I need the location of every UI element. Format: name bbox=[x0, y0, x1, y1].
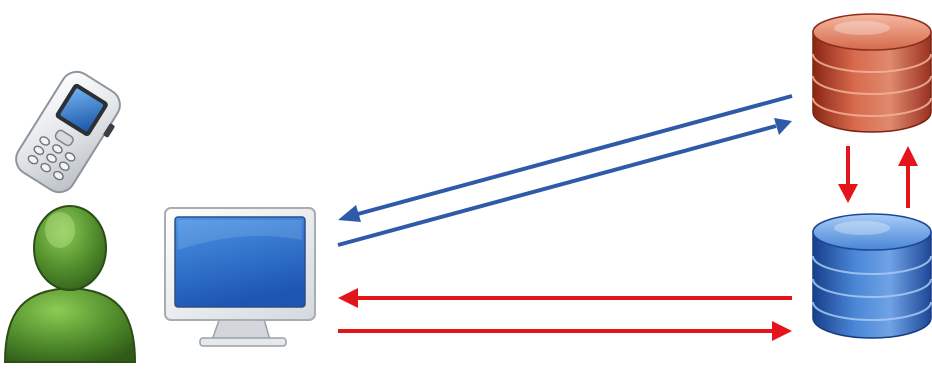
user-icon bbox=[3, 205, 137, 363]
arrowhead-blue-db-to-monitor bbox=[338, 288, 358, 308]
arrowhead-monitor-to-blue-db bbox=[772, 321, 792, 341]
arrow-red-db-to-monitor bbox=[353, 94, 793, 217]
mobile-phone-icon bbox=[15, 70, 121, 194]
database-blue-icon bbox=[812, 213, 932, 339]
arrowhead-red-db-to-monitor bbox=[338, 205, 361, 222]
arrowhead-red-db-to-blue-db bbox=[838, 184, 858, 203]
arrow-monitor-to-red-db bbox=[337, 124, 777, 247]
arrowhead-monitor-to-red-db bbox=[774, 118, 792, 135]
arrowhead-blue-db-to-red-db bbox=[898, 146, 918, 166]
monitor-icon bbox=[164, 207, 316, 347]
database-red-icon bbox=[812, 13, 932, 133]
